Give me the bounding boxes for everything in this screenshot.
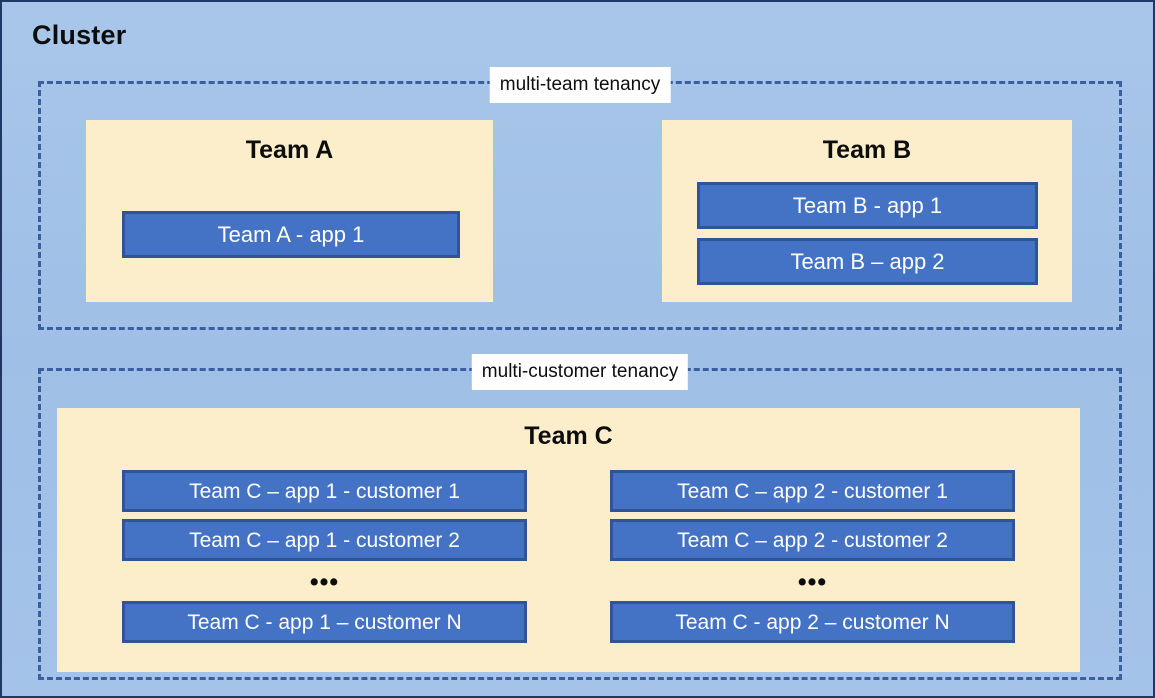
team-panel-team-c: Team C Team C – app 1 - customer 1 Team … <box>57 408 1080 672</box>
app-column-team-c-app-1: Team C – app 1 - customer 1 Team C – app… <box>122 470 527 643</box>
team-title-team-c: Team C <box>524 422 613 450</box>
tenancy-group-multi-team: multi-team tenancy <box>38 67 1122 330</box>
app-box-team-c-app-2-customer-2[interactable]: Team C – app 2 - customer 2 <box>610 519 1015 561</box>
app-box-team-c-app-1-customer-1[interactable]: Team C – app 1 - customer 1 <box>122 470 527 512</box>
app-box-team-b-app-2[interactable]: Team B – app 2 <box>697 238 1038 285</box>
team-panel-team-a: Team A Team A - app 1 <box>86 120 493 302</box>
app-list-team-b: Team B - app 1 Team B – app 2 <box>697 182 1038 285</box>
cluster-title: Cluster <box>32 20 127 50</box>
team-title-team-b: Team B <box>822 136 912 164</box>
team-title-team-a: Team A <box>245 136 334 164</box>
tenancy-group-multi-customer: multi-customer tenancy <box>38 354 1122 680</box>
app-box-team-a-app-1[interactable]: Team A - app 1 <box>122 211 460 258</box>
app-box-team-c-app-1-customer-2[interactable]: Team C – app 1 - customer 2 <box>122 519 527 561</box>
app-column-team-c-app-2: Team C – app 2 - customer 1 Team C – app… <box>610 470 1015 643</box>
app-list-team-a: Team A - app 1 <box>122 211 460 258</box>
ellipsis-team-c-app-1: ••• <box>309 568 340 596</box>
app-box-team-c-app-1-customer-n[interactable]: Team C - app 1 – customer N <box>122 601 527 643</box>
tenancy-label-multi-team: multi-team tenancy <box>489 67 671 103</box>
ellipsis-team-c-app-2: ••• <box>797 568 828 596</box>
app-box-team-c-app-2-customer-1[interactable]: Team C – app 2 - customer 1 <box>610 470 1015 512</box>
team-panel-team-b: Team B Team B - app 1 Team B – app 2 <box>662 120 1072 302</box>
app-box-team-b-app-1[interactable]: Team B - app 1 <box>697 182 1038 229</box>
tenancy-label-multi-customer: multi-customer tenancy <box>471 354 689 390</box>
app-box-team-c-app-2-customer-n[interactable]: Team C - app 2 – customer N <box>610 601 1015 643</box>
app-columns-team-c: Team C – app 1 - customer 1 Team C – app… <box>57 470 1080 643</box>
